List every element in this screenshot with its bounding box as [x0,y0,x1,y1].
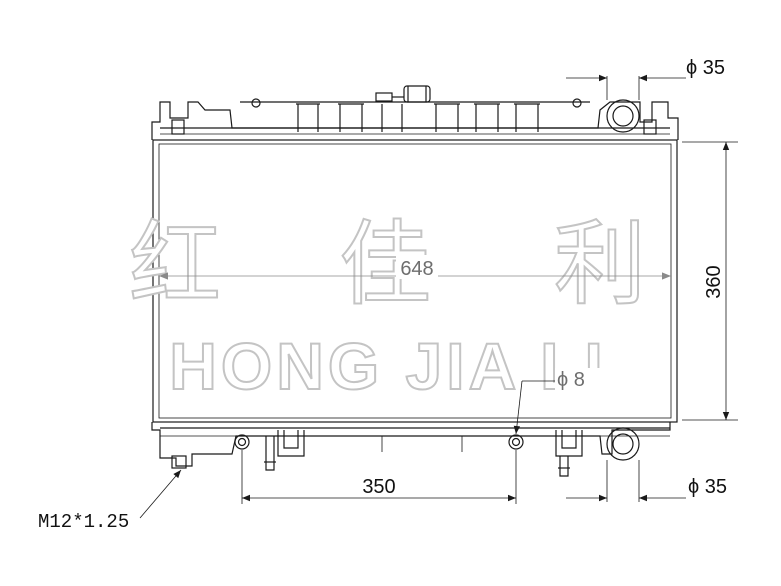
watermark-cn-1: 红 [129,211,221,318]
filler-cap [375,85,431,103]
radiator-core [152,139,678,423]
dim-bottom-pipe: ϕ 35 [566,460,727,502]
watermark-en: HONG JIA LI [169,329,607,403]
dim-drain-thread-label: M12*1.25 [38,511,129,533]
dim-fitting-spacing: 350 [241,450,517,504]
dim-bottom-pipe-label: ϕ 35 [688,476,727,498]
dim-drain-thread: M12*1.25 [38,469,182,533]
dim-fitting-diameter: ϕ 8 [513,368,605,435]
top-tank [151,98,679,140]
top-pipe [606,99,640,133]
bottom-pipe [606,427,640,461]
dim-fitting-spacing-label: 350 [362,476,395,498]
dim-top-pipe-label: ϕ 35 [686,57,725,79]
dim-top-pipe: ϕ 35 [566,57,725,100]
bottom-tank [151,422,671,477]
dim-core-height: 360 [682,141,738,421]
dim-core-height-label: 360 [703,265,725,298]
watermark-cn-3: 利 [554,211,646,318]
dim-core-width-label: 648 [400,258,433,280]
bottom-fittings [234,434,524,450]
dim-core-width: 648 [159,255,671,280]
dim-fitting-diameter-label: ϕ 8 [557,369,585,391]
